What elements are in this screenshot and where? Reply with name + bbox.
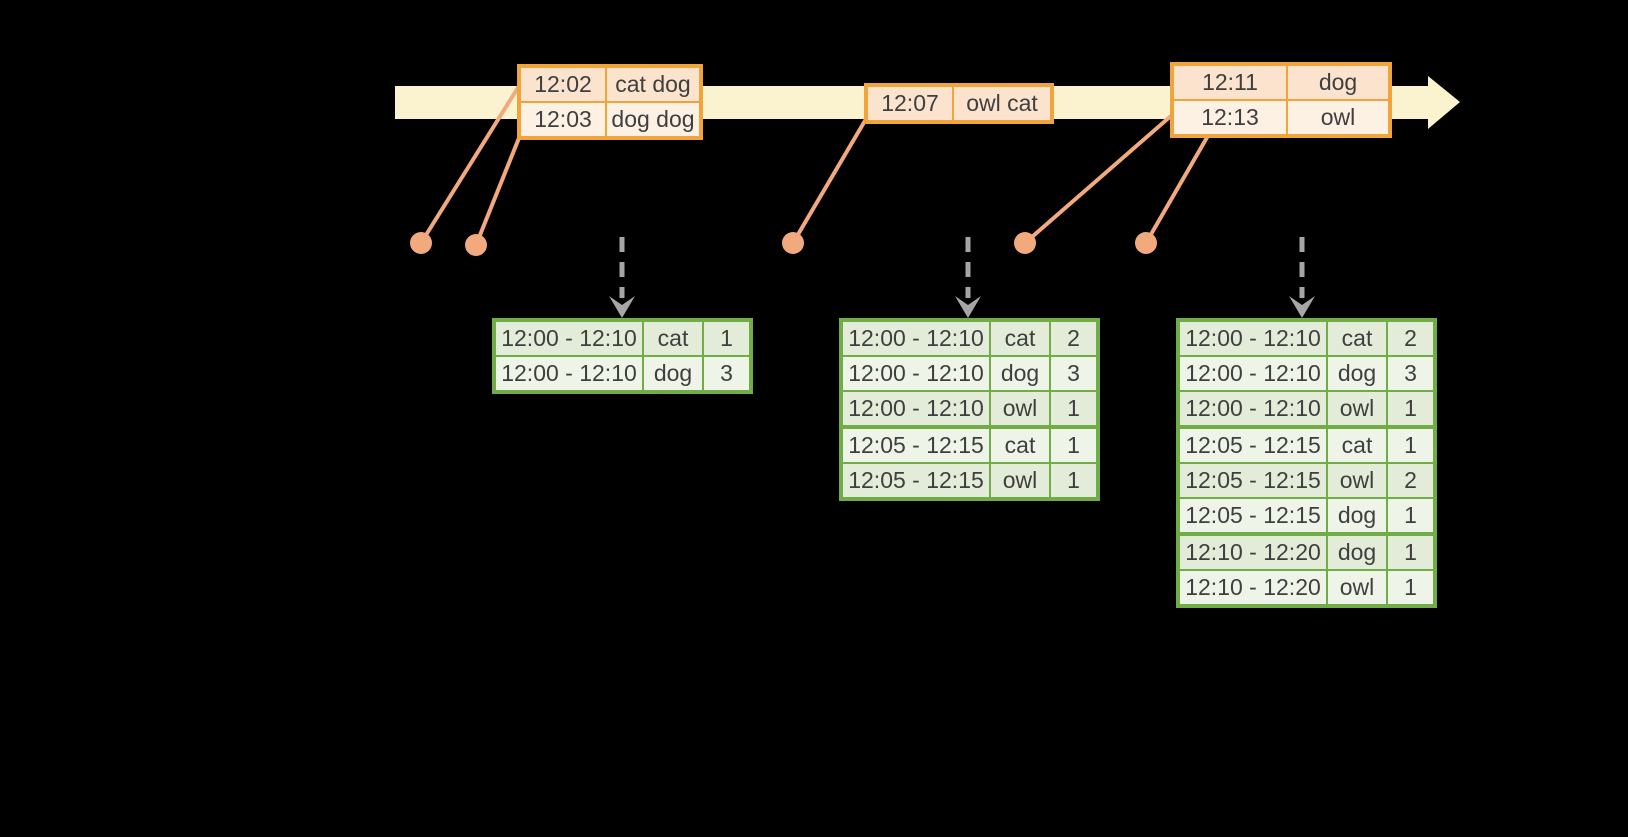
window-cell: 12:05 - 12:15 [843,429,989,462]
result-row: 12:05 - 12:15 dog 1 [1180,499,1433,532]
word-cell: owl [1328,392,1386,425]
window-cell: 12:00 - 12:10 [496,322,642,355]
event-row: 12:11 dog [1174,66,1388,99]
trigger-arrowhead-icon-3 [1289,296,1315,318]
event-words: dog dog [607,103,699,136]
event-time: 12:02 [521,68,605,101]
word-cell: cat [991,322,1049,355]
event-markers [410,232,1157,256]
count-cell: 2 [1388,322,1433,355]
count-cell: 1 [704,322,749,355]
count-cell: 3 [704,357,749,390]
result-row: 12:05 - 12:15 cat 1 [843,429,1096,462]
event-words: cat dog [607,68,699,101]
event-table-1: 12:02 cat dog 12:03 dog dog [517,64,703,140]
trigger-arrowhead-icon-1 [609,296,635,318]
event-row: 12:03 dog dog [521,103,699,136]
event-table-2: 12:07 owl cat [864,83,1054,124]
word-cell: cat [991,429,1049,462]
word-cell: owl [991,392,1049,425]
result-row: 12:00 - 12:10 cat 2 [843,322,1096,355]
result-row: 12:00 - 12:10 cat 1 [496,322,749,355]
count-cell: 3 [1388,357,1433,390]
event-time: 12:07 [868,87,952,120]
trigger-arrowhead-icon-2 [955,296,981,318]
event-dot-icon-4 [1014,232,1036,254]
word-cell: owl [1328,464,1386,497]
event-time: 12:13 [1174,101,1286,134]
result-row: 12:00 - 12:10 dog 3 [843,357,1096,390]
result-row: 12:05 - 12:15 cat 1 [1180,429,1433,462]
window-cell: 12:00 - 12:10 [843,392,989,425]
trigger-arrows [609,237,1315,318]
count-cell: 1 [1388,571,1433,604]
result-table-1: 12:00 - 12:10 cat 1 12:00 - 12:10 dog 3 [492,318,753,394]
result-row: 12:05 - 12:15 owl 2 [1180,464,1433,497]
result-row: 12:00 - 12:10 cat 2 [1180,322,1433,355]
word-cell: dog [644,357,702,390]
result-row: 12:05 - 12:15 owl 1 [843,464,1096,497]
event-row: 12:13 owl [1174,101,1388,134]
count-cell: 1 [1388,536,1433,569]
window-cell: 12:10 - 12:20 [1180,536,1326,569]
count-cell: 2 [1388,464,1433,497]
connector-line-2 [474,132,523,246]
event-dot-icon-1 [410,232,432,254]
result-row: 12:10 - 12:20 dog 1 [1180,536,1433,569]
count-cell: 1 [1051,464,1096,497]
event-table-3: 12:11 dog 12:13 owl [1170,62,1392,138]
window-cell: 12:05 - 12:15 [1180,464,1326,497]
connector-line-1 [419,84,521,245]
window-cell: 12:00 - 12:10 [1180,357,1326,390]
window-cell: 12:05 - 12:15 [843,464,989,497]
window-cell: 12:05 - 12:15 [1180,499,1326,532]
connector-line-4 [1023,113,1174,245]
event-words: owl cat [954,87,1050,120]
event-dot-icon-5 [1135,232,1157,254]
count-cell: 1 [1388,392,1433,425]
window-cell: 12:00 - 12:10 [843,357,989,390]
connector-line-3 [791,117,868,245]
window-cell: 12:05 - 12:15 [1180,429,1326,462]
window-cell: 12:00 - 12:10 [1180,322,1326,355]
event-dot-icon-3 [782,232,804,254]
result-table-3: 12:00 - 12:10 cat 2 12:00 - 12:10 dog 3 … [1176,318,1437,608]
window-cell: 12:00 - 12:10 [496,357,642,390]
word-cell: owl [991,464,1049,497]
word-cell: cat [1328,322,1386,355]
count-cell: 3 [1051,357,1096,390]
word-cell: dog [1328,536,1386,569]
result-row: 12:00 - 12:10 owl 1 [1180,392,1433,425]
word-cell: cat [644,322,702,355]
count-cell: 1 [1051,392,1096,425]
count-cell: 2 [1051,322,1096,355]
result-row: 12:10 - 12:20 owl 1 [1180,571,1433,604]
count-cell: 1 [1388,499,1433,532]
window-cell: 12:00 - 12:10 [843,322,989,355]
event-row: 12:02 cat dog [521,68,699,101]
event-time: 12:03 [521,103,605,136]
result-row: 12:00 - 12:10 dog 3 [1180,357,1433,390]
word-cell: cat [1328,429,1386,462]
word-cell: dog [991,357,1049,390]
count-cell: 1 [1051,429,1096,462]
count-cell: 1 [1388,429,1433,462]
result-table-2: 12:00 - 12:10 cat 2 12:00 - 12:10 dog 3 … [839,318,1100,501]
event-time: 12:11 [1174,66,1286,99]
connector-line-5 [1144,132,1211,245]
window-cell: 12:00 - 12:10 [1180,392,1326,425]
event-words: dog [1288,66,1388,99]
event-connector-lines [419,84,1211,246]
event-dot-icon-2 [465,234,487,256]
window-cell: 12:10 - 12:20 [1180,571,1326,604]
timeline-arrowhead-icon [1428,76,1460,129]
word-cell: owl [1328,571,1386,604]
result-row: 12:00 - 12:10 dog 3 [496,357,749,390]
event-row: 12:07 owl cat [868,87,1050,120]
event-words: owl [1288,101,1388,134]
word-cell: dog [1328,499,1386,532]
word-cell: dog [1328,357,1386,390]
result-row: 12:00 - 12:10 owl 1 [843,392,1096,425]
